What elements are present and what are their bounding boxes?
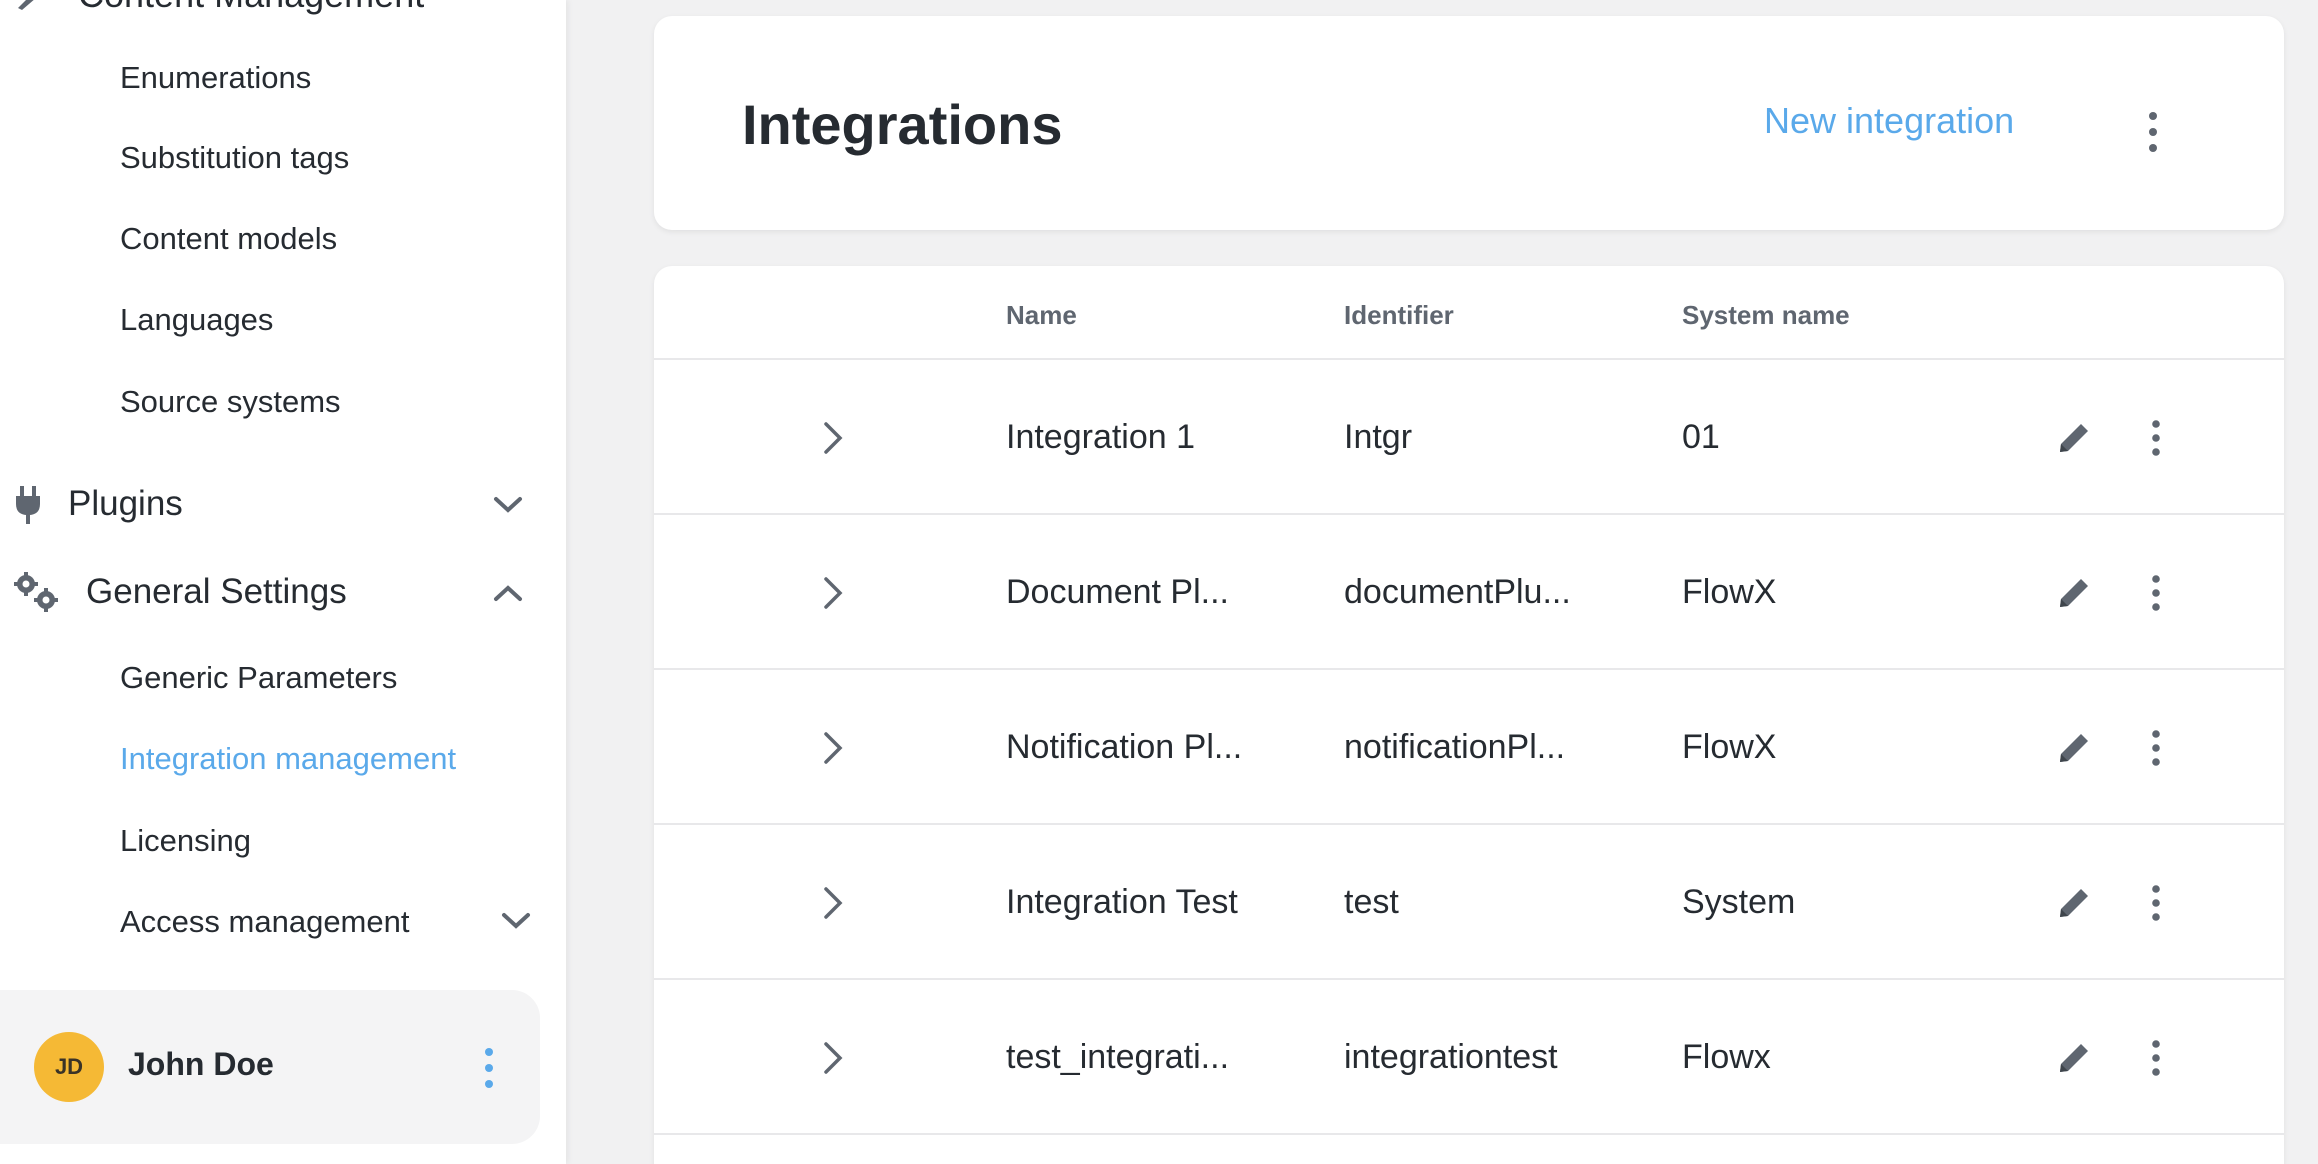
cell-name: Integration 1 — [1006, 418, 1196, 456]
more-vertical-icon[interactable] — [2146, 726, 2166, 770]
sidebar-group-content-management[interactable]: Content Management — [78, 0, 424, 16]
sidebar-item-licensing[interactable]: Licensing — [120, 823, 251, 858]
sidebar-item-access-management[interactable]: Access management — [120, 904, 410, 939]
chevron-right-icon[interactable] — [814, 573, 854, 613]
more-vertical-icon[interactable] — [2146, 571, 2166, 615]
cell-identifier: notificationPl... — [1344, 728, 1566, 766]
page-title: Integrations — [742, 93, 1063, 156]
avatar[interactable]: JD — [34, 1032, 104, 1102]
table-row[interactable]: Integration 1 Intgr 01 — [654, 360, 2284, 515]
edit-pencil-icon[interactable] — [2054, 418, 2094, 458]
sidebar-item-integration-management[interactable]: Integration management — [120, 741, 457, 776]
more-vertical-icon[interactable] — [2146, 416, 2166, 460]
column-header-identifier[interactable]: Identifier — [1344, 300, 1454, 330]
sidebar: Content Management Enumerations Substitu… — [0, 0, 566, 1164]
cell-identifier: integrationtest — [1344, 1038, 1558, 1076]
cell-identifier: test — [1344, 883, 1399, 921]
edit-pencil-icon[interactable] — [2054, 1038, 2094, 1078]
sidebar-group-general-settings-label: General Settings — [86, 572, 347, 611]
table-row[interactable]: Integration Test test System — [654, 825, 2284, 980]
table-row[interactable]: Notification Pl... notificationPl... Flo… — [654, 670, 2284, 825]
chevron-right-icon[interactable] — [814, 418, 854, 458]
sidebar-item-substitution-tags[interactable]: Substitution tags — [120, 140, 350, 175]
cell-system-name: System — [1682, 883, 1796, 921]
cell-system-name: 01 — [1682, 418, 1720, 456]
cell-system-name: FlowX — [1682, 728, 1777, 766]
edit-pencil-icon[interactable] — [2054, 883, 2094, 923]
cell-identifier: documentPlu... — [1344, 573, 1571, 611]
sidebar-group-plugins-label: Plugins — [68, 484, 183, 523]
table-row[interactable]: Document Pl... documentPlu... FlowX — [654, 515, 2284, 670]
gears-icon — [14, 572, 58, 612]
table-row[interactable]: test_integrati... integrationtest Flowx — [654, 980, 2284, 1135]
sidebar-item-enumerations[interactable]: Enumerations — [120, 60, 312, 95]
cell-name: test_integrati... — [1006, 1038, 1230, 1076]
more-vertical-icon[interactable] — [478, 1038, 500, 1098]
column-header-system-name[interactable]: System name — [1682, 300, 1850, 330]
page-header: Integrations New integration — [654, 16, 2284, 230]
user-name: John Doe — [128, 1046, 274, 1082]
sidebar-item-source-systems[interactable]: Source systems — [120, 384, 341, 419]
edit-pencil-icon[interactable] — [2054, 728, 2094, 768]
cell-name: Notification Pl... — [1006, 728, 1243, 766]
chevron-right-icon[interactable] — [814, 1038, 854, 1078]
column-header-name[interactable]: Name — [1006, 300, 1077, 330]
more-vertical-icon[interactable] — [2142, 104, 2164, 160]
chevron-right-icon[interactable] — [814, 883, 854, 923]
more-vertical-icon[interactable] — [2146, 881, 2166, 925]
sidebar-group-general-settings[interactable]: General Settings — [0, 558, 566, 628]
cell-system-name: Flowx — [1682, 1038, 1771, 1076]
cell-name: Document Pl... — [1006, 573, 1229, 611]
cell-identifier: Intgr — [1344, 418, 1413, 456]
sidebar-group-plugins[interactable]: Plugins — [0, 470, 566, 540]
new-integration-button[interactable]: New integration — [1764, 100, 2015, 141]
cell-name: Integration Test — [1006, 883, 1238, 921]
sidebar-item-content-models[interactable]: Content models — [120, 221, 338, 256]
sidebar-item-languages[interactable]: Languages — [120, 302, 274, 337]
more-vertical-icon[interactable] — [2146, 1036, 2166, 1080]
edit-icon — [18, 0, 34, 10]
edit-pencil-icon[interactable] — [2054, 573, 2094, 613]
integrations-table: Name Identifier System name Integration … — [654, 266, 2284, 1164]
plug-icon — [16, 486, 40, 524]
chevron-down-icon[interactable] — [500, 910, 532, 932]
chevron-right-icon[interactable] — [814, 728, 854, 768]
chevron-up-icon[interactable] — [492, 582, 524, 604]
sidebar-item-generic-parameters[interactable]: Generic Parameters — [120, 660, 398, 695]
table-header: Name Identifier System name — [654, 266, 2284, 360]
user-card: JD John Doe — [0, 990, 540, 1144]
chevron-down-icon[interactable] — [492, 494, 524, 516]
cell-system-name: FlowX — [1682, 573, 1777, 611]
